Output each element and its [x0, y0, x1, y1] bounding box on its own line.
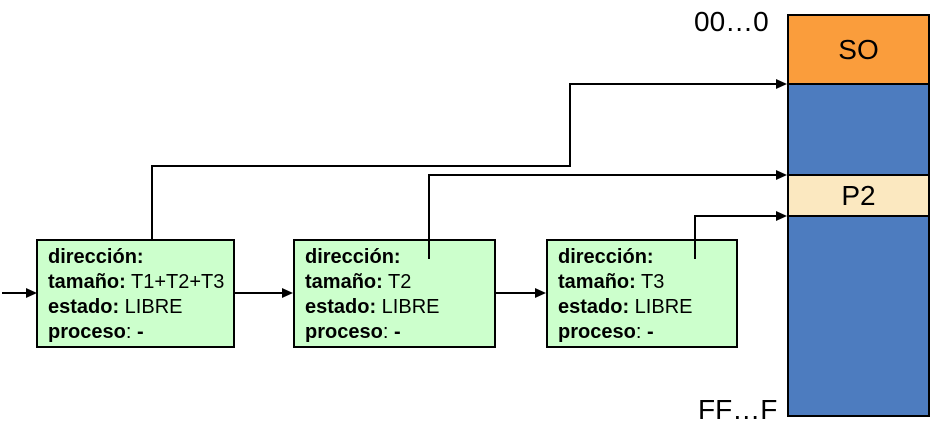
memory-block-so: SO	[789, 16, 928, 85]
entry-arrowhead	[26, 288, 37, 298]
pointer-node1-arrowhead	[776, 79, 787, 89]
link-arrow-2-head	[535, 288, 546, 298]
field-direccion: dirección:	[558, 246, 654, 268]
memory-block-p2: P2	[789, 176, 928, 217]
entry-arrow-line	[2, 292, 27, 294]
pointer-node2-arrowhead	[776, 170, 787, 180]
pointer-node2-seg-up	[428, 175, 430, 259]
pointer-node2-seg-right	[428, 174, 777, 176]
pointer-node1-seg-up2	[569, 84, 571, 167]
pointer-node3-arrowhead	[776, 211, 787, 221]
field-proceso: proceso: -	[558, 321, 654, 343]
field-direccion: dirección:	[48, 246, 144, 268]
field-direccion: dirección:	[305, 246, 401, 268]
memory-map: SO P2	[787, 14, 930, 417]
field-proceso: proceso: -	[305, 321, 401, 343]
pointer-node1-seg-right	[151, 165, 571, 167]
link-arrow-1-head	[282, 288, 293, 298]
pointer-node3-seg-right	[694, 215, 777, 217]
field-estado: estado: LIBRE	[305, 296, 440, 318]
memory-end-address-label: FF…F	[698, 394, 778, 425]
pointer-node3-seg-up	[694, 216, 696, 259]
link-arrow-2-line	[496, 292, 535, 294]
field-estado: estado: LIBRE	[48, 296, 183, 318]
memory-block-free-upper	[789, 85, 928, 176]
memory-start-address-label: 00…0	[694, 6, 769, 37]
freelist-node-2: dirección: tamaño: T2 estado: LIBRE proc…	[293, 239, 496, 348]
link-arrow-1-line	[235, 292, 283, 294]
memory-block-p2-label: P2	[841, 179, 876, 211]
memory-block-free-lower	[789, 217, 928, 415]
field-tamano: tamaño: T1+T2+T3	[48, 271, 225, 293]
freelist-node-1: dirección: tamaño: T1+T2+T3 estado: LIBR…	[36, 239, 235, 348]
pointer-node1-seg-right2	[569, 83, 777, 85]
memory-block-so-label: SO	[838, 33, 879, 65]
field-tamano: tamaño: T3	[558, 271, 665, 293]
field-tamano: tamaño: T2	[305, 271, 412, 293]
field-proceso: proceso: -	[48, 321, 144, 343]
field-estado: estado: LIBRE	[558, 296, 693, 318]
pointer-node1-seg-up	[151, 166, 153, 239]
freelist-node-3: dirección: tamaño: T3 estado: LIBRE proc…	[546, 239, 738, 348]
